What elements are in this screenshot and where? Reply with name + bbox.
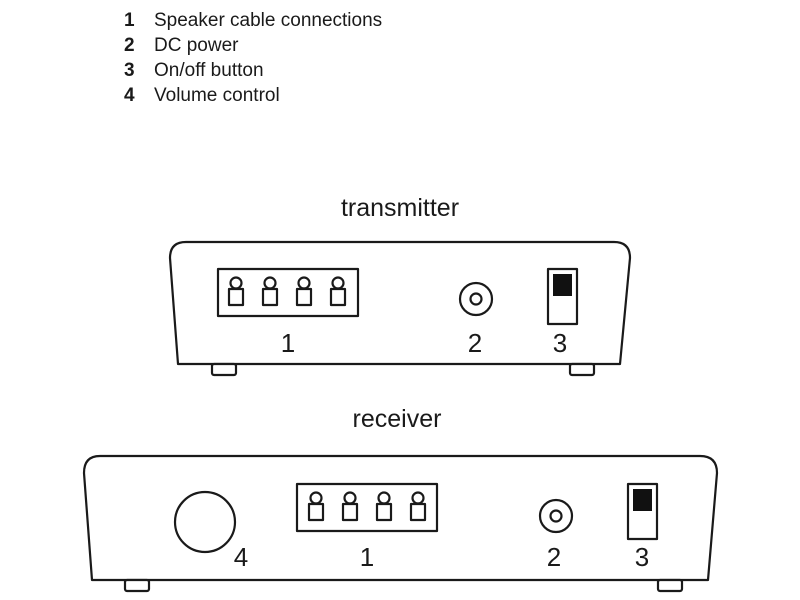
legend-number: 4 — [124, 85, 135, 106]
receiver-label-power: 2 — [546, 542, 562, 572]
terminal — [329, 276, 347, 307]
receiver-foot-left — [123, 578, 151, 593]
terminal — [375, 491, 393, 522]
transmitter-dc-power-jack — [458, 281, 494, 317]
legend-label: Speaker cable connections — [154, 10, 383, 31]
legend-number: 3 — [124, 60, 135, 81]
receiver-speaker-terminal-block — [295, 482, 439, 533]
legend-number: 1 — [124, 10, 135, 31]
transmitter-speaker-terminal-block — [216, 267, 360, 318]
receiver-dc-power-jack — [538, 498, 574, 534]
terminal — [307, 491, 325, 522]
legend: 1 Speaker cable connections 2 DC power 3 On… — [124, 8, 382, 108]
receiver-label-button: 3 — [634, 542, 650, 572]
terminal — [295, 276, 313, 307]
legend-label: DC power — [154, 35, 239, 56]
terminal — [341, 491, 359, 522]
legend-label: Volume control — [154, 85, 280, 106]
receiver-label-volume: 4 — [233, 542, 249, 572]
legend-item-volume-control: 4 Volume control — [124, 83, 382, 108]
receiver-label-connections: 1 — [359, 542, 375, 572]
transmitter-on-off-switch — [546, 267, 579, 326]
transmitter-label-button: 3 — [552, 328, 568, 358]
transmitter-title: transmitter — [340, 194, 460, 222]
receiver-title: receiver — [352, 405, 442, 433]
transmitter-foot-left — [210, 362, 238, 377]
receiver-foot-right — [656, 578, 684, 593]
transmitter-foot-right — [568, 362, 596, 377]
legend-item-on-off-button: 3 On/off button — [124, 58, 382, 83]
legend-item-dc-power: 2 DC power — [124, 33, 382, 58]
receiver-device — [82, 454, 719, 593]
terminal — [409, 491, 427, 522]
legend-label: On/off button — [154, 60, 264, 81]
receiver-volume-knob — [173, 490, 237, 554]
terminal — [261, 276, 279, 307]
transmitter-label-connections: 1 — [280, 328, 296, 358]
transmitter-label-power: 2 — [467, 328, 483, 358]
transmitter-device — [168, 240, 632, 377]
legend-item-speaker-cable: 1 Speaker cable connections — [124, 8, 382, 33]
receiver-on-off-switch — [626, 482, 659, 541]
legend-number: 2 — [124, 35, 135, 56]
terminal — [227, 276, 245, 307]
